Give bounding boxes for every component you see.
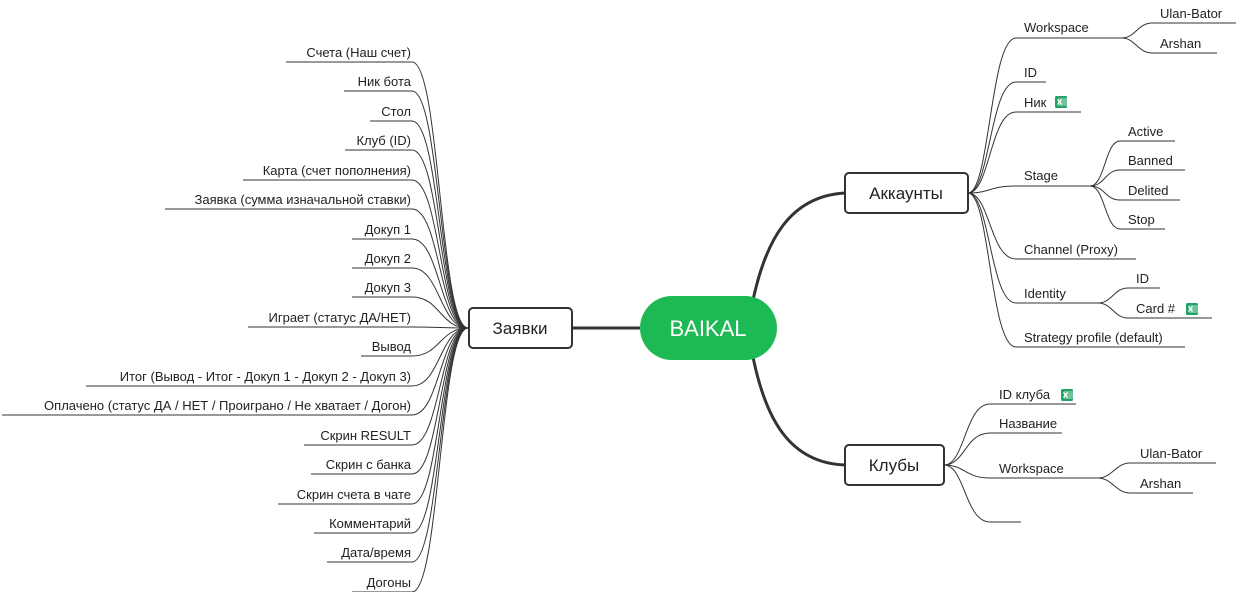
workspace-node: Workspace <box>1024 20 1089 35</box>
club-workspace-child: Ulan-Bator <box>1140 446 1203 461</box>
zayavki-item: Карта (счет пополнения) <box>263 163 411 178</box>
main-connectors <box>572 191 846 467</box>
kluby-label: Клубы <box>869 456 919 475</box>
stage-node: Stage <box>1024 168 1058 183</box>
spreadsheet-icon[interactable] <box>1055 96 1067 108</box>
kluby-connectors <box>943 403 1131 523</box>
zayavki-item: Дата/время <box>341 545 411 560</box>
zayavki-item: Счета (Наш счет) <box>306 45 411 60</box>
stage-child: Active <box>1128 124 1163 139</box>
strategy-node: Strategy profile (default) <box>1024 330 1163 345</box>
akkaunty-connectors <box>967 22 1153 348</box>
zayavki-item: Заявка (сумма изначальной ставки) <box>195 192 411 207</box>
root-label: BAIKAL <box>669 316 746 341</box>
zayavki-item: Клуб (ID) <box>356 133 411 148</box>
zayavki-label: Заявки <box>493 319 548 338</box>
zayavki-item: Стол <box>381 104 411 119</box>
root-to-akkaunty-connector <box>750 191 846 306</box>
zayavki-item: Итог (Вывод - Итог - Докуп 1 - Докуп 2 -… <box>120 369 411 384</box>
workspace-child: Arshan <box>1160 36 1201 51</box>
club-id-node: ID клуба <box>999 387 1051 402</box>
zayavki-item: Догоны <box>367 575 411 590</box>
spreadsheet-icon[interactable] <box>1061 389 1073 401</box>
kluby-node[interactable]: Клубы <box>844 444 945 486</box>
zayavki-connectors <box>411 61 469 592</box>
zayavki-item: Скрин с банка <box>326 457 412 472</box>
akkaunty-node[interactable]: Аккаунты <box>844 172 969 214</box>
account-nick-node: Ник <box>1024 95 1047 110</box>
club-workspace-child: Arshan <box>1140 476 1181 491</box>
zayavki-item: Скрин счета в чате <box>297 487 411 502</box>
zayavki-item: Ник бота <box>358 74 412 89</box>
zayavki-item: Комментарий <box>329 516 411 531</box>
zayavki-node[interactable]: Заявки <box>468 307 573 349</box>
zayavki-item: Играет (статус ДА/НЕТ) <box>269 310 411 325</box>
zayavki-item: Докуп 2 <box>365 251 411 266</box>
identity-child: Card # <box>1136 301 1176 316</box>
akkaunty-label: Аккаунты <box>869 184 943 203</box>
club-workspace-node: Workspace <box>999 461 1064 476</box>
stage-child: Delited <box>1128 183 1168 198</box>
zayavki-item: Скрин RESULT <box>320 428 411 443</box>
workspace-child: Ulan-Bator <box>1160 6 1223 21</box>
akkaunty-underlines <box>1016 22 1236 348</box>
zayavki-item: Вывод <box>372 339 412 354</box>
kluby-underlines <box>990 403 1216 523</box>
zayavki-items: Счета (Наш счет) Ник бота Стол Клуб (ID)… <box>44 45 412 590</box>
identity-node: Identity <box>1024 286 1066 301</box>
channel-node: Channel (Proxy) <box>1024 242 1118 257</box>
kluby-items: ID клуба Название Workspace Ulan-Bator A… <box>999 387 1203 491</box>
stage-child: Stop <box>1128 212 1155 227</box>
zayavki-underlines <box>2 61 412 592</box>
zayavki-item: Докуп 1 <box>365 222 411 237</box>
zayavki-item: Докуп 3 <box>365 280 411 295</box>
root-node[interactable]: BAIKAL <box>640 296 777 360</box>
root-to-kluby-connector <box>750 351 846 467</box>
club-name-node: Название <box>999 416 1057 431</box>
identity-child: ID <box>1136 271 1149 286</box>
stage-child: Banned <box>1128 153 1173 168</box>
account-id-node: ID <box>1024 65 1037 80</box>
zayavki-item: Оплачено (статус ДА / НЕТ / Проиграно / … <box>44 398 411 413</box>
spreadsheet-icon[interactable] <box>1186 303 1198 315</box>
akkaunty-items: Workspace Ulan-Bator Arshan ID Ник Stage… <box>1024 6 1223 345</box>
